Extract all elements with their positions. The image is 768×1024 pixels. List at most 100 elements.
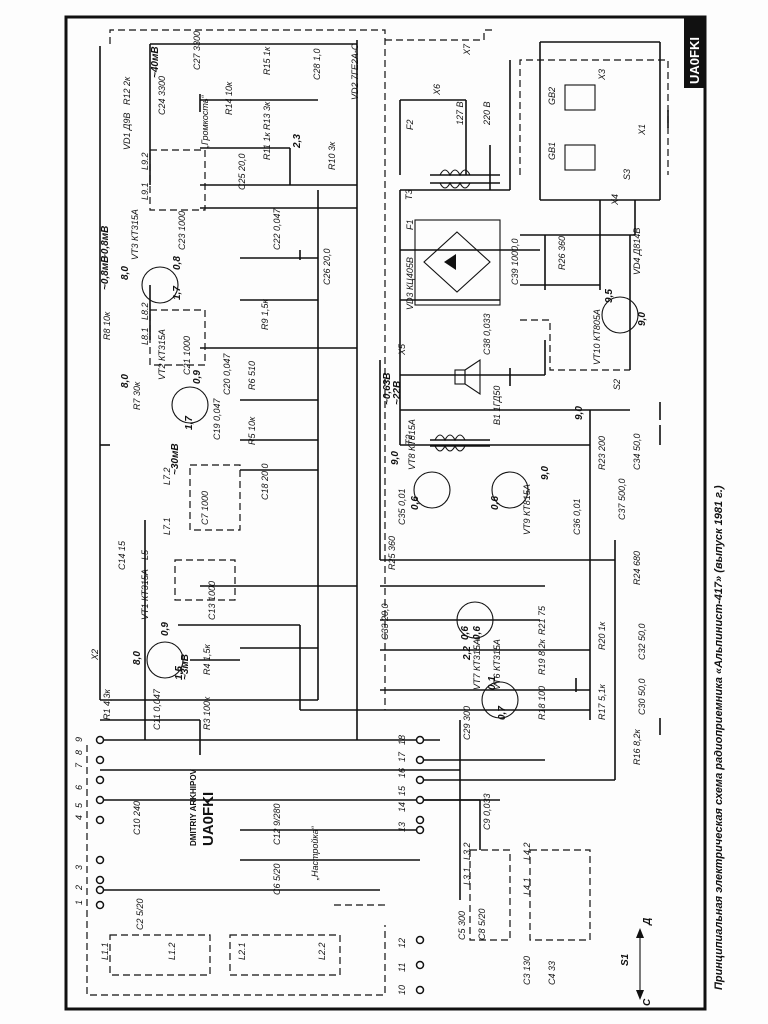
label-c32: C32 50,0 [637,623,647,660]
label-vt2: VT2 КТ315А [157,329,167,380]
voltage-label: 9,0 [574,406,585,420]
band-pin: 5 [74,802,84,808]
output-transformer [430,434,490,452]
label-c27: C27 3300 [192,31,202,70]
label-c38: C38 0,033 [482,313,492,355]
label-x4: X4 [610,194,620,206]
label-l2-1: L2.1 [237,942,247,960]
label-f2: F2 [405,119,415,130]
label-r6: R6 510 [247,361,257,390]
label-x6: X6 [432,84,442,96]
switch-direction-left: С [642,998,653,1006]
voltage-label: ~3мВ [180,654,191,680]
label-c28: C28 1,0 [312,48,322,80]
label-vt7: VT7 КТ315А [472,639,482,690]
label-r17: R17 5,1к [597,683,607,720]
voltage-label: ~30мВ [170,443,181,475]
label-r26: R26 360 [557,236,567,270]
label-c19: C19 0,047 [212,397,222,440]
label-c4: C4 33 [547,961,557,985]
voltage-label: 0,6 [490,496,501,510]
label-t2: T2 [404,434,414,445]
label-r25: R25 360 [387,536,397,570]
label-l4-2: L4.2 [522,842,532,860]
voltage-label: 1,7 [184,416,195,430]
label-l3-1: L3.1 [462,867,472,885]
label-r24: R24 680 [632,551,642,585]
band-pin: 8 [74,750,84,755]
schematic-frame [64,15,707,1011]
label-vt9: VT9 КТ815А [522,484,532,535]
label-vt6: VT6 КТ315А [492,639,502,690]
switch-direction-name: S1 [620,953,631,966]
volume-caption: „Громкость“ [200,94,210,149]
label-r12: R12 2к [122,76,132,105]
voltage-label: 9,5 [604,289,615,303]
switch-pin: 16 [397,768,407,778]
component-labels: VT1 КТ315А VT2 КТ315А VT3 КТ315А VT6 КТ3… [90,31,647,985]
band-pin: 9 [74,737,84,742]
label-l8-2: L8.2 [140,302,150,320]
label-r21: R21 75 [537,605,547,635]
label-c11: C11 0,047 [152,688,162,730]
label-r4: R4 1,5к [202,643,212,675]
voltage-label: 2,2 [462,646,473,661]
label-c26: C26 20,0 [322,248,332,285]
label-l5: L5 [140,549,150,560]
label-vd4: VD4 Д814В [632,228,642,275]
switch-pin: 13 [397,822,407,832]
label-c13: C13 1000 [207,581,217,620]
voltage-label: 8,0 [120,266,131,280]
label-c30: C30 50,0 [637,678,647,715]
band-pin: 3 [74,865,84,870]
label-r23: R23 200 [597,436,607,470]
label-c2: C2 5/20 [135,898,145,930]
label-vt10: VT10 КТ805А [592,309,602,365]
label-c24: C24 3300 [157,76,167,115]
label-c29: C29 300 [462,706,472,740]
label-c5: C5 300 [457,911,467,940]
voltage-label: 0,9 [192,370,203,384]
label-r14: R14 10к [224,81,234,115]
switch-pin: 10 [397,985,407,995]
label-vt1: VT1 КТ315А [140,569,150,620]
voltage-label: 0,6 [460,626,471,640]
label-c22: C22 0,047 [272,207,282,250]
voltage-label: ~0,8мВ [100,256,111,290]
transistors [141,266,639,719]
label-c39: C39 1000,0 [510,238,520,285]
label-l4-1: L4.1 [522,877,532,895]
label-c9: C9 0,033 [482,793,492,830]
label-c25: C25 20,0 [237,153,247,190]
label-vd2: VD2 7ГЕ2А-С [350,43,360,100]
label-s2: S2 [612,379,622,390]
label-c20: C20 0,047 [222,352,232,395]
label-r15: R15 1к [262,46,272,75]
label-c12: C12 9/280 [272,803,282,845]
wiring [99,40,661,900]
label-l7-1: L7.1 [162,517,172,535]
label-r16: R16 8,2к [632,728,642,765]
label-c35: C35 0,01 [397,488,407,525]
band-pin: 1 [74,900,84,905]
corner-callsign: UA0FKI [684,18,704,88]
band-pin-numbers: 1 2 3 4 5 6 7 8 9 [74,737,84,905]
label-c14: C14 15 [117,540,127,570]
voltage-label: 8,0 [132,651,143,665]
band-switch-contacts [95,735,425,995]
author-name: DMITRIY ARKHIPOV [189,768,198,846]
voltage-label: ~0,63В [382,372,393,405]
label-l1-2: L1.2 [167,942,177,960]
label-x1: X1 [637,124,647,136]
label-c23: C23 1000 [177,211,187,250]
label-gb1: GB1 [547,142,557,160]
label-r1: R1 4,3к [102,688,112,720]
voltage-label: 9,0 [637,312,648,326]
switch-pin-numbers: 10 11 12 13 14 15 16 17 18 [397,735,407,995]
voltage-label: 9,0 [540,466,551,480]
label-x2: X2 [90,649,100,661]
label-vd1: VD1 Д9В [122,113,132,150]
switch-pin: 18 [397,735,407,745]
voltage-label: 0,7 [497,706,508,720]
label-vd3: VD3 КЦ405В [405,257,415,310]
